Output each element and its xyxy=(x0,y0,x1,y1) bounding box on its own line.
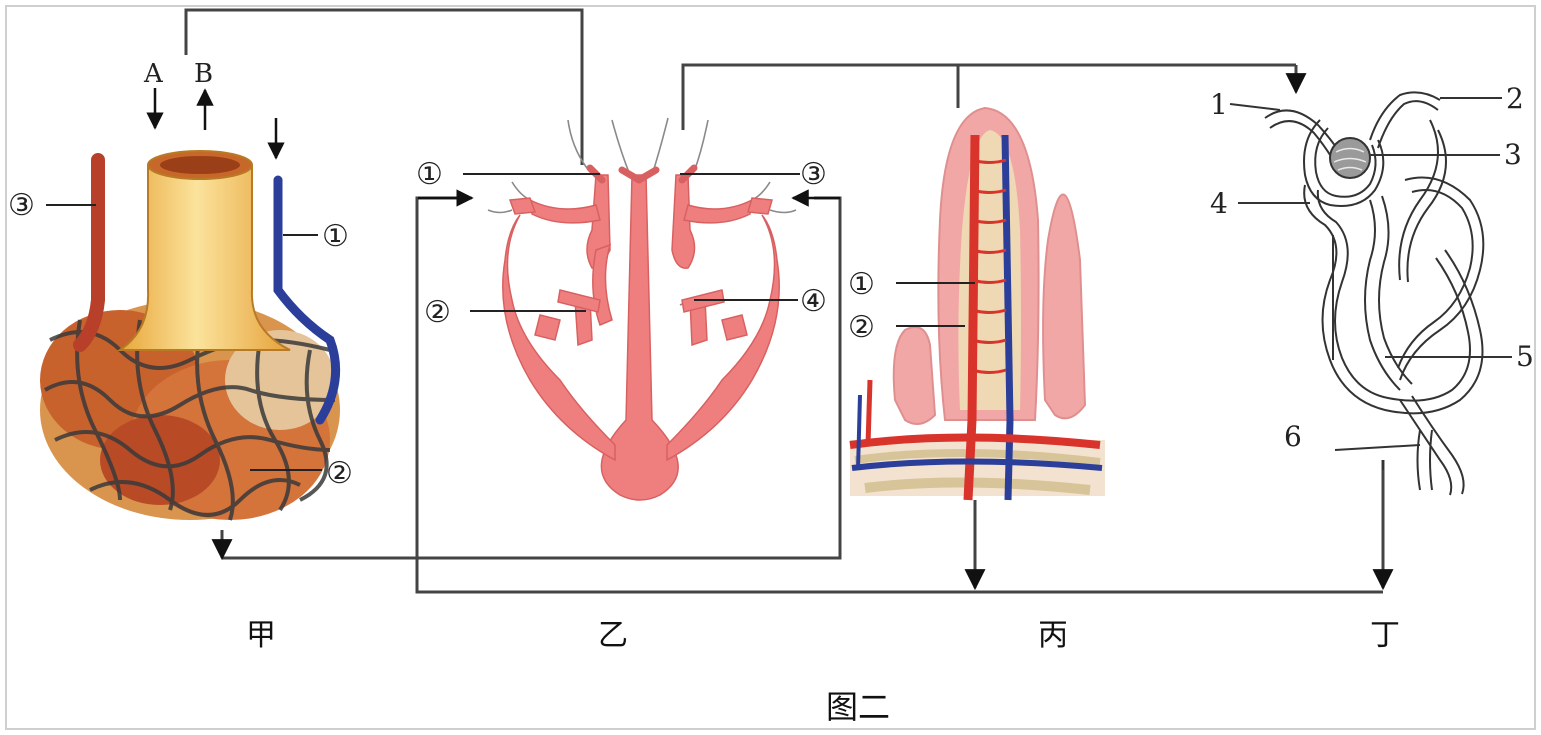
villus-left xyxy=(894,327,935,424)
label-arrow-a: A xyxy=(143,59,164,89)
villus-right xyxy=(1043,195,1085,419)
label-yi-2: ② xyxy=(424,295,451,330)
label-ding-1: 1 xyxy=(1210,88,1228,121)
leader-ding-6 xyxy=(1335,445,1420,450)
label-jia-1: ① xyxy=(322,219,349,254)
leader-ding-1 xyxy=(1230,104,1280,110)
label-jia-3: ③ xyxy=(8,188,35,223)
panel-ding-labels: 1 2 3 4 5 6 丁 xyxy=(1210,82,1534,653)
panel-yi-heart: ① ③ ② ④ 乙 xyxy=(416,118,827,653)
label-arrow-b: B xyxy=(194,59,213,89)
label-ding-2: 2 xyxy=(1506,82,1524,115)
label-ding-5: 5 xyxy=(1516,340,1534,373)
label-ding-6: 6 xyxy=(1284,420,1302,453)
vessel-tree xyxy=(503,175,779,500)
panel-ding-nephron xyxy=(1230,92,1512,495)
panel-title-ding: 丁 xyxy=(1370,618,1400,653)
panel-title-yi: 乙 xyxy=(598,618,628,653)
label-jia-2: ② xyxy=(326,456,353,491)
panel-jia-alveolus: A B xyxy=(8,59,353,653)
label-ding-4: 4 xyxy=(1210,187,1228,220)
figure-caption: 图二 xyxy=(826,688,890,726)
label-bing-2: ② xyxy=(848,310,875,345)
panel-title-bing: 丙 xyxy=(1038,618,1068,653)
label-bing-1: ① xyxy=(848,267,875,302)
label-yi-3: ③ xyxy=(800,157,827,192)
label-ding-3: 3 xyxy=(1504,138,1522,171)
pulmonary-artery-vessel xyxy=(80,160,98,345)
label-yi-1: ① xyxy=(416,157,443,192)
label-yi-4: ④ xyxy=(800,284,827,319)
panel-title-jia: 甲 xyxy=(246,618,276,653)
